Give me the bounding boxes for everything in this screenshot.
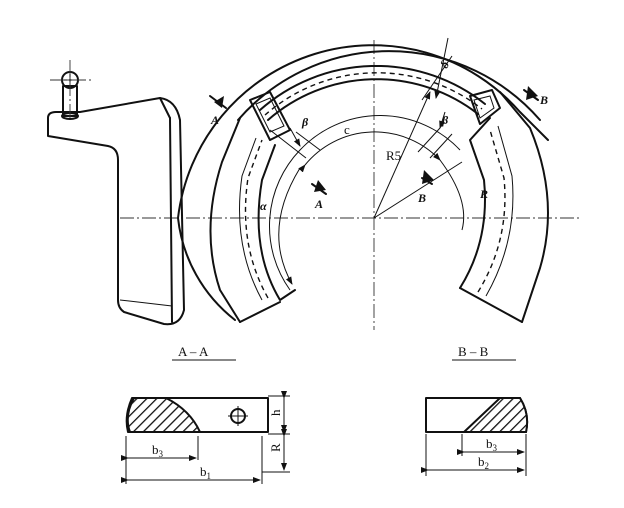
label-beta-left: β <box>301 115 309 129</box>
label-beta-right: β <box>441 113 449 127</box>
section-A-profile <box>121 391 290 484</box>
label-c: c <box>344 122 350 137</box>
dim-b2: b2 <box>478 454 489 471</box>
main-arc-view <box>177 37 549 323</box>
label-r: R <box>479 187 488 201</box>
dim-h: h <box>268 409 283 416</box>
main-view-labels: A A B B β β c R5 δ α R <box>210 58 548 213</box>
section-A-title: A – A <box>178 344 209 359</box>
label-B-bottom: B <box>417 191 426 205</box>
dim-b3-B: b3 <box>486 436 498 453</box>
label-alpha: α <box>260 199 267 213</box>
section-B-profile <box>421 397 529 476</box>
center-lines <box>120 40 580 330</box>
dim-b3-A: b3 <box>152 442 164 459</box>
dim-R: R <box>268 443 283 452</box>
label-B-top: B <box>539 93 548 107</box>
side-view-body <box>47 60 185 326</box>
label-A-top: A <box>210 113 219 127</box>
label-A-bottom: A <box>314 197 323 211</box>
label-r5: R5 <box>386 148 401 163</box>
section-B-title: B – B <box>458 344 489 359</box>
dim-b1: b1 <box>200 464 211 481</box>
section-B-dims: b3 b2 <box>478 436 498 471</box>
section-A-dims: h R b3 b1 <box>152 409 283 481</box>
